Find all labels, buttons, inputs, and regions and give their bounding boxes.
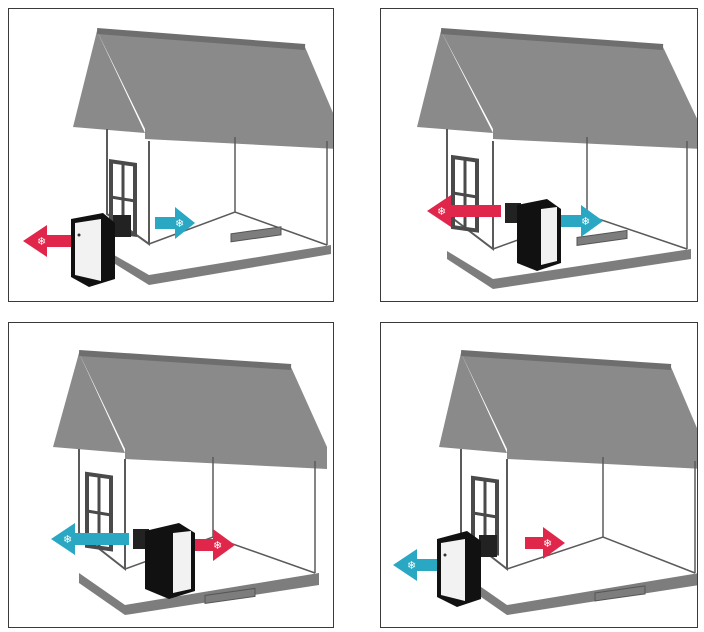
panel-bottom-left: ❄ ❄ xyxy=(8,322,334,628)
roof-ridge xyxy=(460,350,672,370)
portable-ac-unit-icon xyxy=(71,213,131,287)
floor-base xyxy=(79,573,319,615)
snowflake-icon: ❄ xyxy=(63,533,72,546)
panel-top-left: ❄ ❄ xyxy=(8,8,334,302)
roof xyxy=(461,353,697,469)
roof-front-gable xyxy=(73,31,145,133)
portable-ac-unit-icon xyxy=(437,531,497,607)
floor-vent xyxy=(230,226,282,243)
hot-air-arrow: ❄ xyxy=(525,527,565,559)
floor-back-edge xyxy=(506,536,696,574)
floor-vent xyxy=(576,229,628,247)
house xyxy=(73,28,333,285)
house xyxy=(439,350,697,615)
roof-ridge xyxy=(440,28,664,50)
portable-ac-unit-icon xyxy=(133,523,195,599)
snowflake-icon: ❄ xyxy=(175,217,184,230)
roof xyxy=(79,353,327,469)
window-mullion-h xyxy=(86,509,112,517)
cold-air-arrow: ❄ xyxy=(393,549,437,581)
house xyxy=(417,28,697,289)
portable-ac-unit-icon xyxy=(505,199,561,271)
floor-base xyxy=(461,573,697,615)
floor-vent xyxy=(204,587,256,605)
hot-air-arrow: ❄ xyxy=(195,529,235,561)
snowflake-icon: ❄ xyxy=(543,537,552,550)
roof xyxy=(441,31,697,149)
floor-vent xyxy=(594,585,646,602)
roof-front-gable xyxy=(53,353,125,453)
hot-air-arrow: ❄ xyxy=(23,225,71,257)
roof-front-gable xyxy=(439,353,507,453)
roof-ridge xyxy=(78,350,292,370)
snowflake-icon: ❄ xyxy=(37,235,46,248)
roof-front-gable xyxy=(417,31,493,133)
roof xyxy=(97,31,333,149)
hot-air-arrow: ❄ xyxy=(427,195,501,227)
window-mullion-h xyxy=(452,191,478,199)
panel-top-right: ❄ ❄ xyxy=(380,8,698,302)
snowflake-icon: ❄ xyxy=(407,559,416,572)
house xyxy=(53,350,327,615)
window-mullion-h xyxy=(110,195,136,203)
house-scene: ❄ ❄ xyxy=(51,350,327,615)
floor-base xyxy=(447,249,691,289)
window-mullion-h xyxy=(472,511,498,519)
roof-ridge xyxy=(96,28,306,50)
snowflake-icon: ❄ xyxy=(581,215,590,228)
front-wall xyxy=(78,449,126,572)
snowflake-icon: ❄ xyxy=(437,205,446,218)
house-scene: ❄ ❄ xyxy=(417,28,697,289)
cold-air-arrow: ❄ xyxy=(155,207,195,239)
house-scene: ❄ ❄ xyxy=(393,350,697,615)
floor-base xyxy=(107,245,331,285)
cold-air-arrow: ❄ xyxy=(51,523,129,555)
cold-air-arrow: ❄ xyxy=(561,205,603,237)
snowflake-icon: ❄ xyxy=(213,539,222,552)
panel-bottom-right: ❄ ❄ xyxy=(380,322,698,628)
house-scene: ❄ ❄ xyxy=(23,28,333,287)
